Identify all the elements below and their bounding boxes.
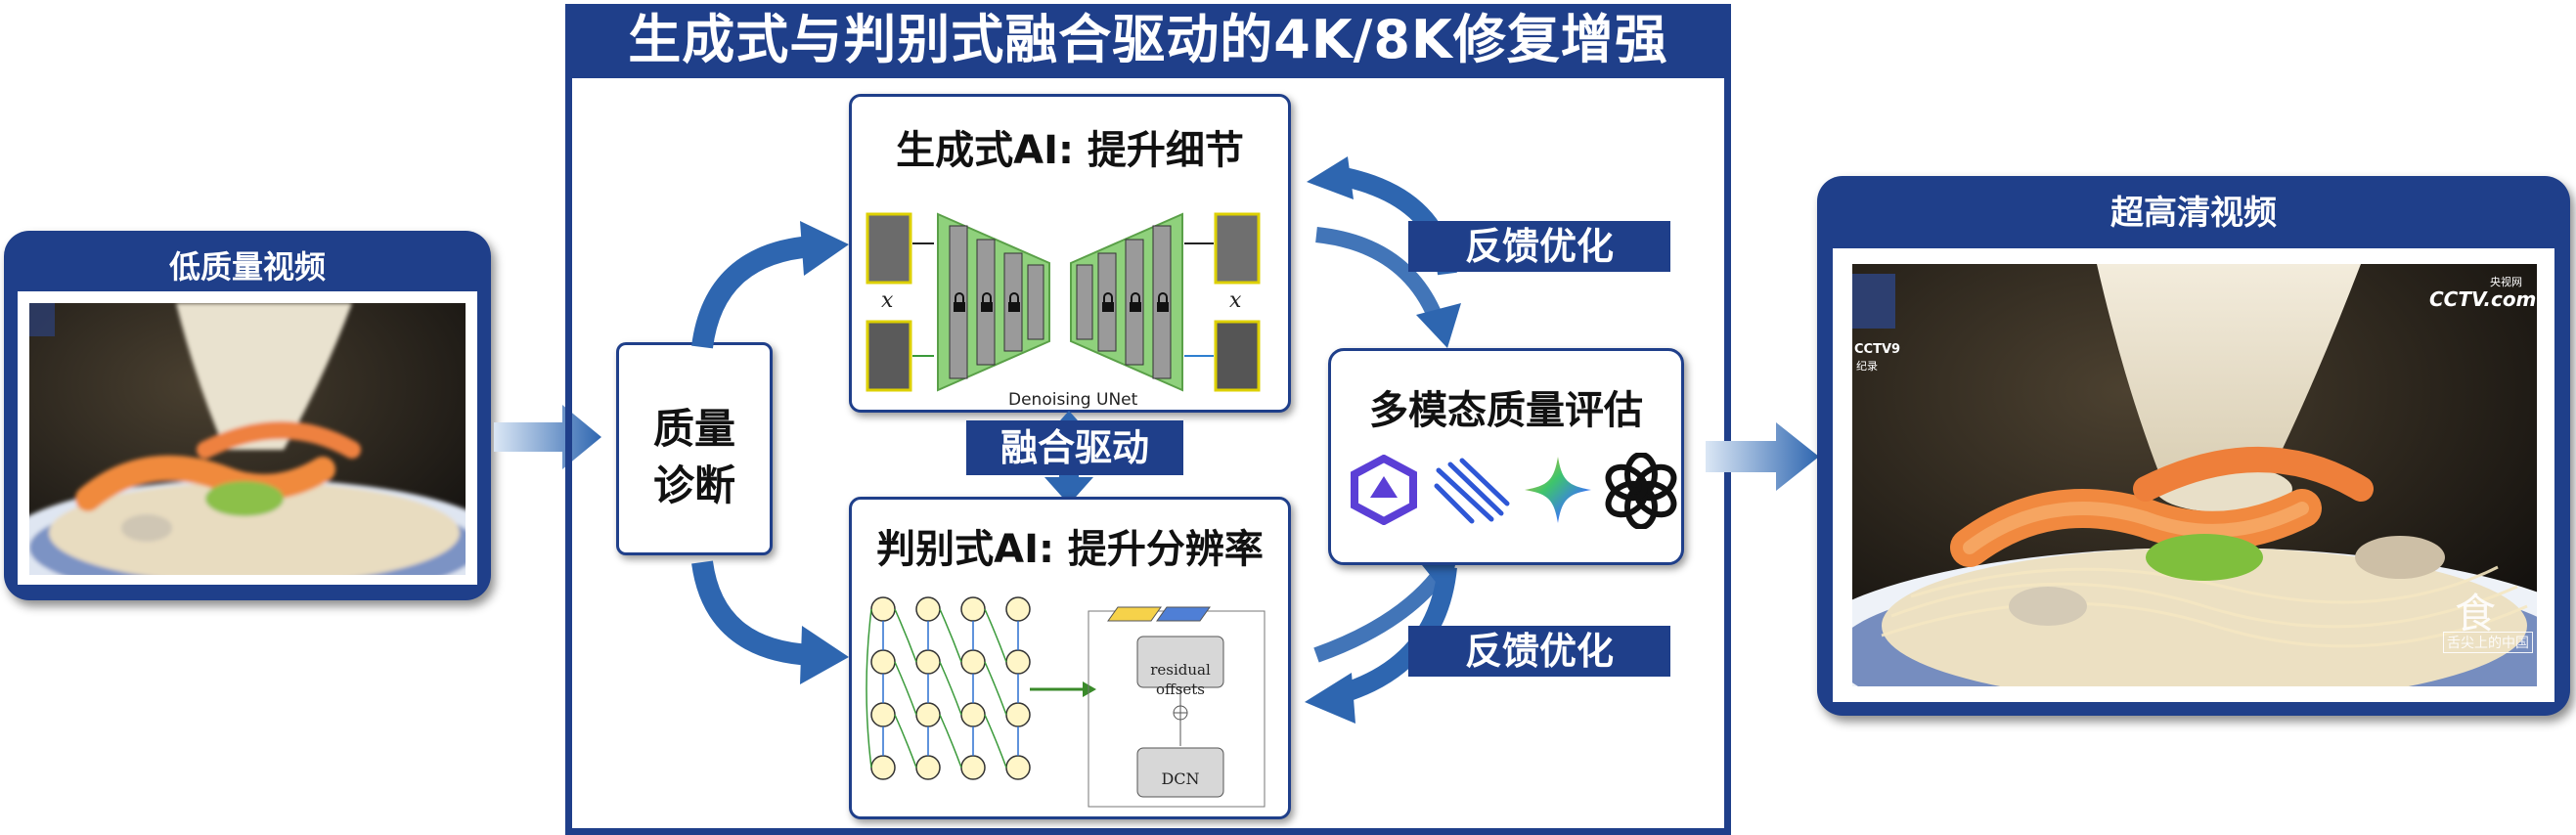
watermark-text: 舌尖上的中国 <box>2443 632 2533 653</box>
multimodal-assessment-title: 多模态质量评估 <box>1369 388 1643 433</box>
main-title: 生成式与判别式融合驱动的4K/8K修复增强 <box>565 4 1731 78</box>
residual-label-1: residual <box>1150 661 1211 679</box>
residual-label-2: offsets <box>1156 681 1205 698</box>
cctv9-logo: CCTV9 <box>1854 342 1901 357</box>
uhd-video-panel: 超高清视频 CCTV9 <box>1817 176 2570 716</box>
uhd-image-frame: CCTV9 纪录 CCTV.com 央视网 食 舌尖上的中国 <box>1833 248 2554 702</box>
feedback-bottom-arrows <box>1305 557 1457 724</box>
generative-ai-box: 生成式AI: 提升细节 Den <box>849 94 1291 413</box>
generative-ai-title: 生成式AI: 提升细节 <box>896 128 1244 173</box>
discriminative-ai-title: 判别式AI: 提升分辨率 <box>876 527 1264 572</box>
fusion-drive-label: 融合驱动 <box>966 420 1183 475</box>
low-quality-video-title: 低质量视频 <box>168 248 326 286</box>
watermark-char: 食 <box>2455 590 2497 637</box>
diagnosis-to-discriminative-arrow <box>691 560 849 684</box>
cctv-site-logo-sub: 央视网 <box>2490 276 2522 288</box>
feedback-bottom-label: 反馈优化 <box>1408 626 1670 677</box>
quality-diagnosis-line2: 诊断 <box>652 461 735 509</box>
denoising-unet-diagram <box>866 212 1261 392</box>
quality-diagnosis-box: 质量 诊断 <box>616 342 773 555</box>
qwen-icon <box>1351 455 1417 525</box>
low-quality-image-frame <box>18 291 477 585</box>
input-latent-label: x <box>881 288 894 313</box>
openai-icon <box>1605 453 1677 529</box>
cctv9-logo-sub: 纪录 <box>1856 360 1878 373</box>
gemini-icon <box>1525 457 1591 523</box>
deformable-network-diagram <box>866 596 1266 808</box>
cctv-site-logo: CCTV.com <box>2429 287 2537 311</box>
feedback-top-label: 反馈优化 <box>1408 221 1670 272</box>
low-quality-food-photo <box>29 303 466 575</box>
dcn-label: DCN <box>1161 769 1200 788</box>
low-quality-video-panel: 低质量视频 <box>4 231 491 600</box>
output-latent-label: x <box>1229 288 1242 313</box>
unet-label: Denoising UNet <box>1008 390 1138 410</box>
deepseek-icon <box>1434 458 1510 524</box>
uhd-food-photo <box>1852 264 2537 686</box>
discriminative-ai-box: 判别式AI: 提升分辨率 <box>849 497 1291 819</box>
quality-diagnosis-line1: 质量 <box>652 405 735 453</box>
diagnosis-to-generative-arrow <box>691 221 849 349</box>
arrow-to-right <box>1706 422 1819 491</box>
multimodal-assessment-box: 多模态质量评估 <box>1328 348 1684 565</box>
uhd-video-title: 超高清视频 <box>2110 194 2277 233</box>
arrow-to-center <box>494 405 601 469</box>
